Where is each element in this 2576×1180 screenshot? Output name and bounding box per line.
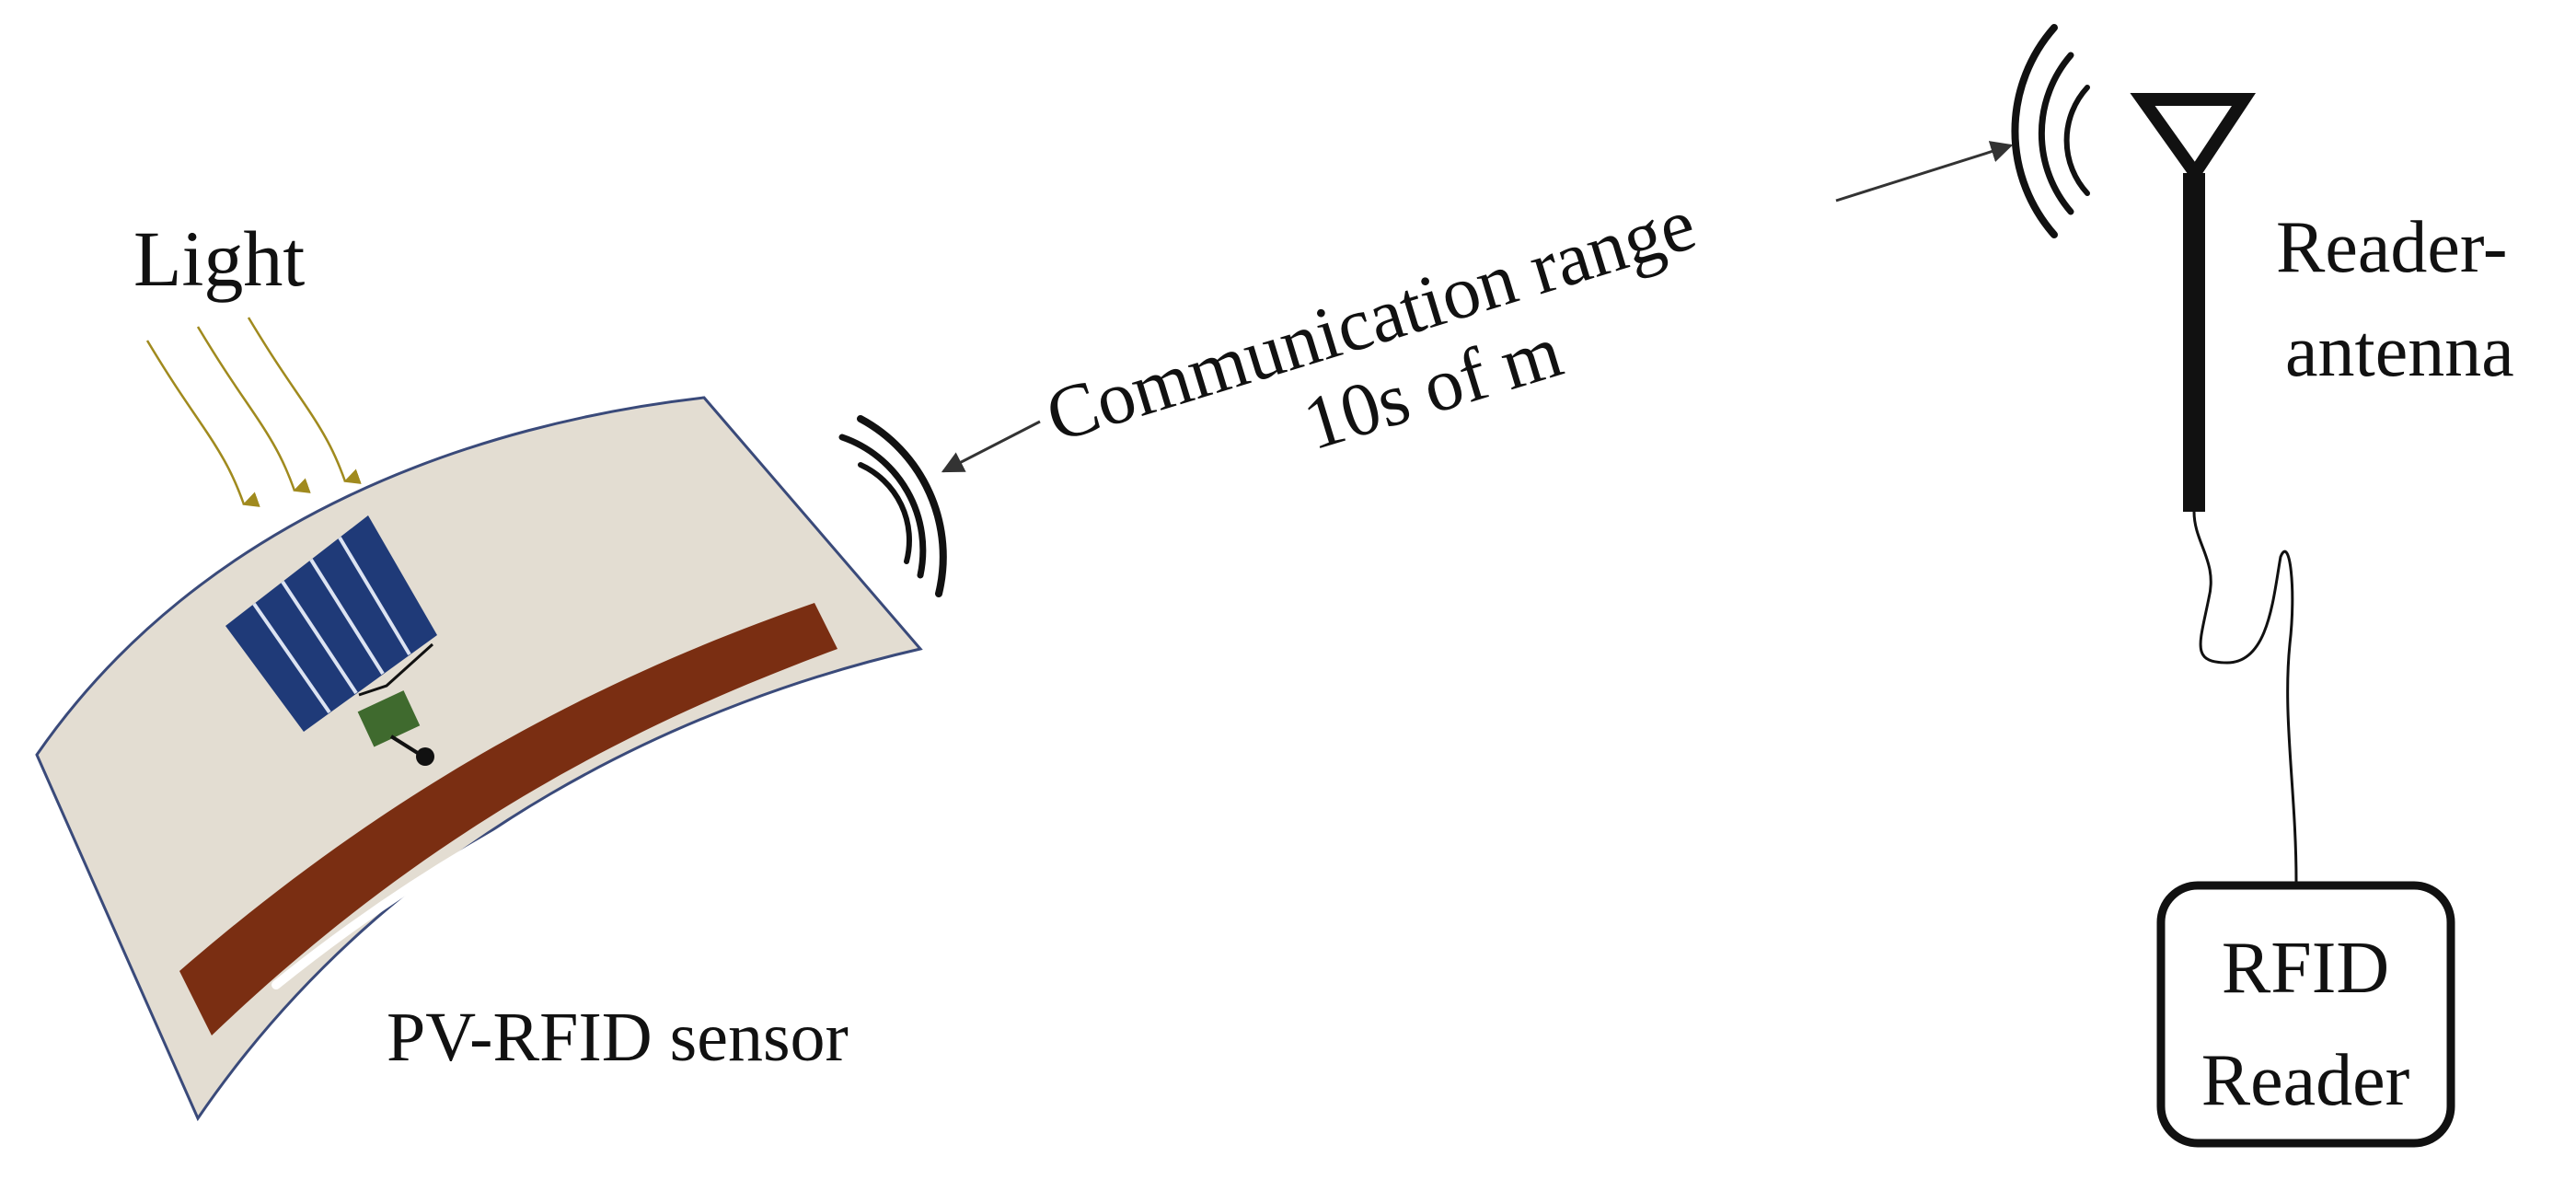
reader-antenna-label-line2: antenna <box>2285 311 2514 392</box>
sensor-radio-wave-icon <box>838 415 947 597</box>
communication-range-label: Communication range 10s of m <box>1036 181 1704 466</box>
chip-contact <box>416 747 434 766</box>
rfid-reader: RFID Reader <box>2156 881 2455 1148</box>
sensor-label: PV-RFID sensor <box>387 999 849 1076</box>
sensor-chip <box>357 690 421 747</box>
rfid-antenna-slot <box>271 709 768 989</box>
light-ray <box>145 340 260 507</box>
light-rays <box>145 317 362 507</box>
panel-connector <box>358 642 434 697</box>
rfid-antenna-trace <box>179 603 837 1035</box>
light-ray <box>247 317 362 484</box>
solar-panel <box>225 515 437 732</box>
rfid-reader-label-line2: Reader <box>2201 1040 2410 1121</box>
rfid-reader-label-line1: RFID <box>2222 928 2389 1009</box>
flexible-pv-rfid-tag-icon <box>35 396 923 1122</box>
reader-antenna-label-line1: Reader- <box>2276 207 2508 288</box>
antenna-cable <box>2192 511 2298 883</box>
light-label: Light <box>133 214 305 303</box>
light-ray <box>196 326 311 493</box>
communication-range-arrow <box>941 141 2014 473</box>
reader-radio-wave-icon <box>2011 24 2090 238</box>
dipole-antenna-icon <box>2130 93 2298 883</box>
